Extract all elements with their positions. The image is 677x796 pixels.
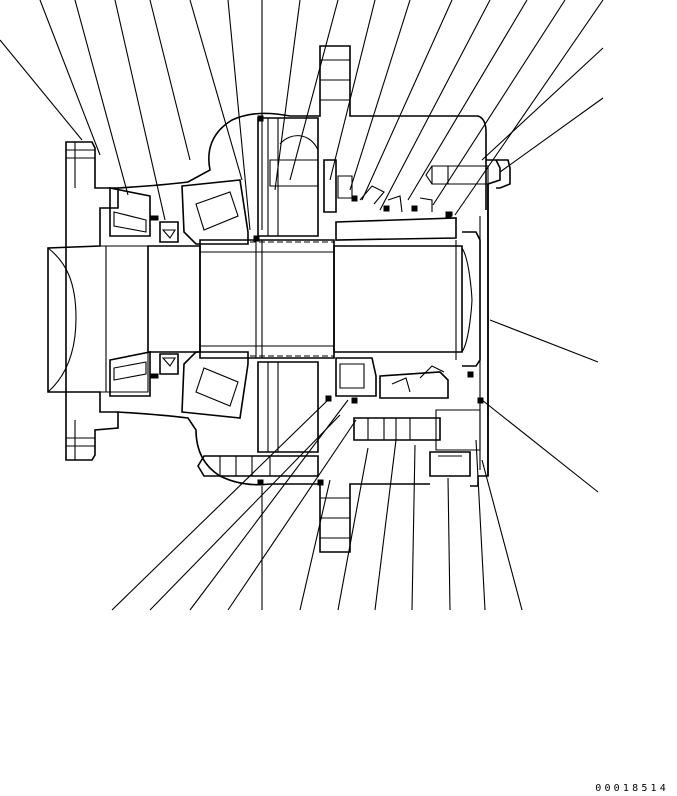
hub-flange xyxy=(48,142,148,460)
housing xyxy=(118,46,486,552)
main-bearing-lower xyxy=(182,352,248,418)
brake-pack-lower xyxy=(258,358,448,452)
lower-bolt xyxy=(198,456,318,476)
bearing-left-upper xyxy=(110,188,178,242)
drawing-number: 00018514 xyxy=(595,783,669,794)
output-spline xyxy=(456,232,480,366)
leader-lines-right xyxy=(482,320,598,492)
seal-markers xyxy=(254,116,483,485)
bearing-left-lower xyxy=(110,352,178,396)
leader-lines-top xyxy=(0,0,603,230)
brake-pack-upper xyxy=(258,118,456,240)
port-features xyxy=(360,186,444,392)
leader-lines-bottom xyxy=(112,398,522,610)
main-bearing-upper xyxy=(182,180,248,244)
drive-shaft xyxy=(148,240,462,358)
relief-valve xyxy=(354,410,480,476)
